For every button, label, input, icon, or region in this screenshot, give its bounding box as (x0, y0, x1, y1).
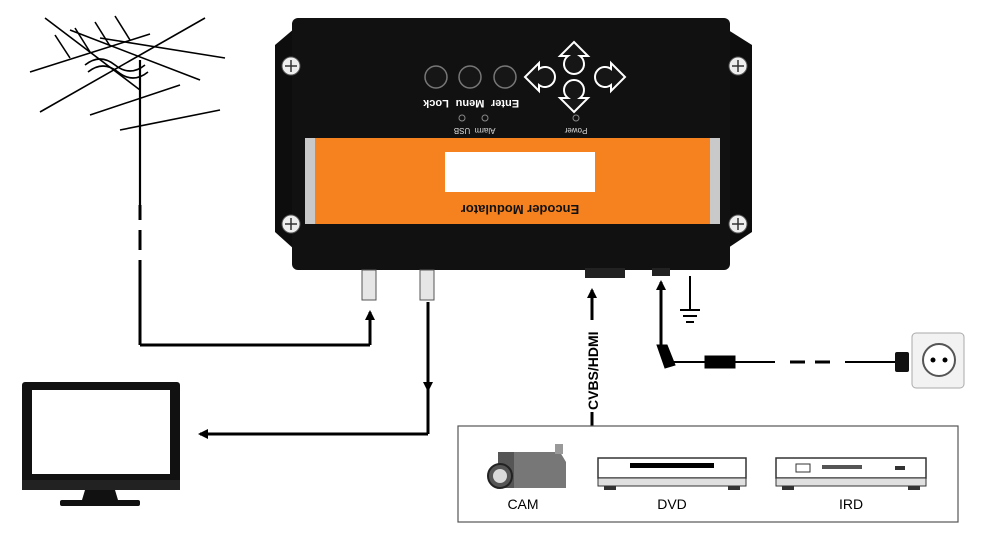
control-buttons (424, 65, 517, 89)
power-cable (656, 280, 895, 369)
tv-monitor (22, 382, 180, 506)
encoder-modulator-device: Encoder Modulator Enter Menu Lock (275, 18, 752, 301)
lock-label: Lock (422, 97, 449, 109)
alarm-indicator-label: Alarm (474, 126, 495, 135)
antenna (29, 15, 226, 205)
enter-label: Enter (490, 97, 519, 109)
power-led (572, 114, 580, 122)
down-arrow-icon[interactable] (557, 79, 591, 114)
right-arrow-icon[interactable] (594, 60, 627, 94)
wall-socket-icon (895, 332, 965, 389)
dvd-player-icon (597, 457, 747, 490)
av-input-label: CVBS/HDMI (585, 331, 601, 410)
menu-label: Menu (456, 97, 485, 109)
direction-pad (523, 40, 627, 114)
rf-in-port (361, 269, 377, 301)
up-arrow-icon[interactable] (557, 40, 591, 75)
lcd-display (445, 152, 595, 192)
rf-out-cable (198, 302, 433, 439)
source-label-dvd: DVD (657, 496, 687, 512)
panel-label: Encoder Modulator (461, 202, 579, 217)
enter-button[interactable] (493, 65, 517, 89)
usb-indicator-label: USB (454, 126, 470, 135)
power-input-port (652, 268, 670, 276)
menu-button[interactable] (458, 65, 482, 89)
usb-led (458, 114, 466, 122)
power-indicator-label: Power (564, 126, 587, 135)
alarm-led (481, 114, 489, 122)
source-label-cam: CAM (507, 496, 538, 512)
sources-box: CAM DVD IRD (457, 425, 959, 523)
ird-receiver-icon (775, 457, 927, 490)
camera-icon (487, 444, 566, 489)
ground-icon (680, 276, 700, 323)
left-arrow-icon[interactable] (523, 60, 556, 94)
source-label-ird: IRD (839, 496, 863, 512)
rf-out-port (419, 269, 435, 301)
antenna-cable (138, 205, 375, 347)
av-input-port (585, 268, 625, 278)
lock-button[interactable] (424, 65, 448, 89)
